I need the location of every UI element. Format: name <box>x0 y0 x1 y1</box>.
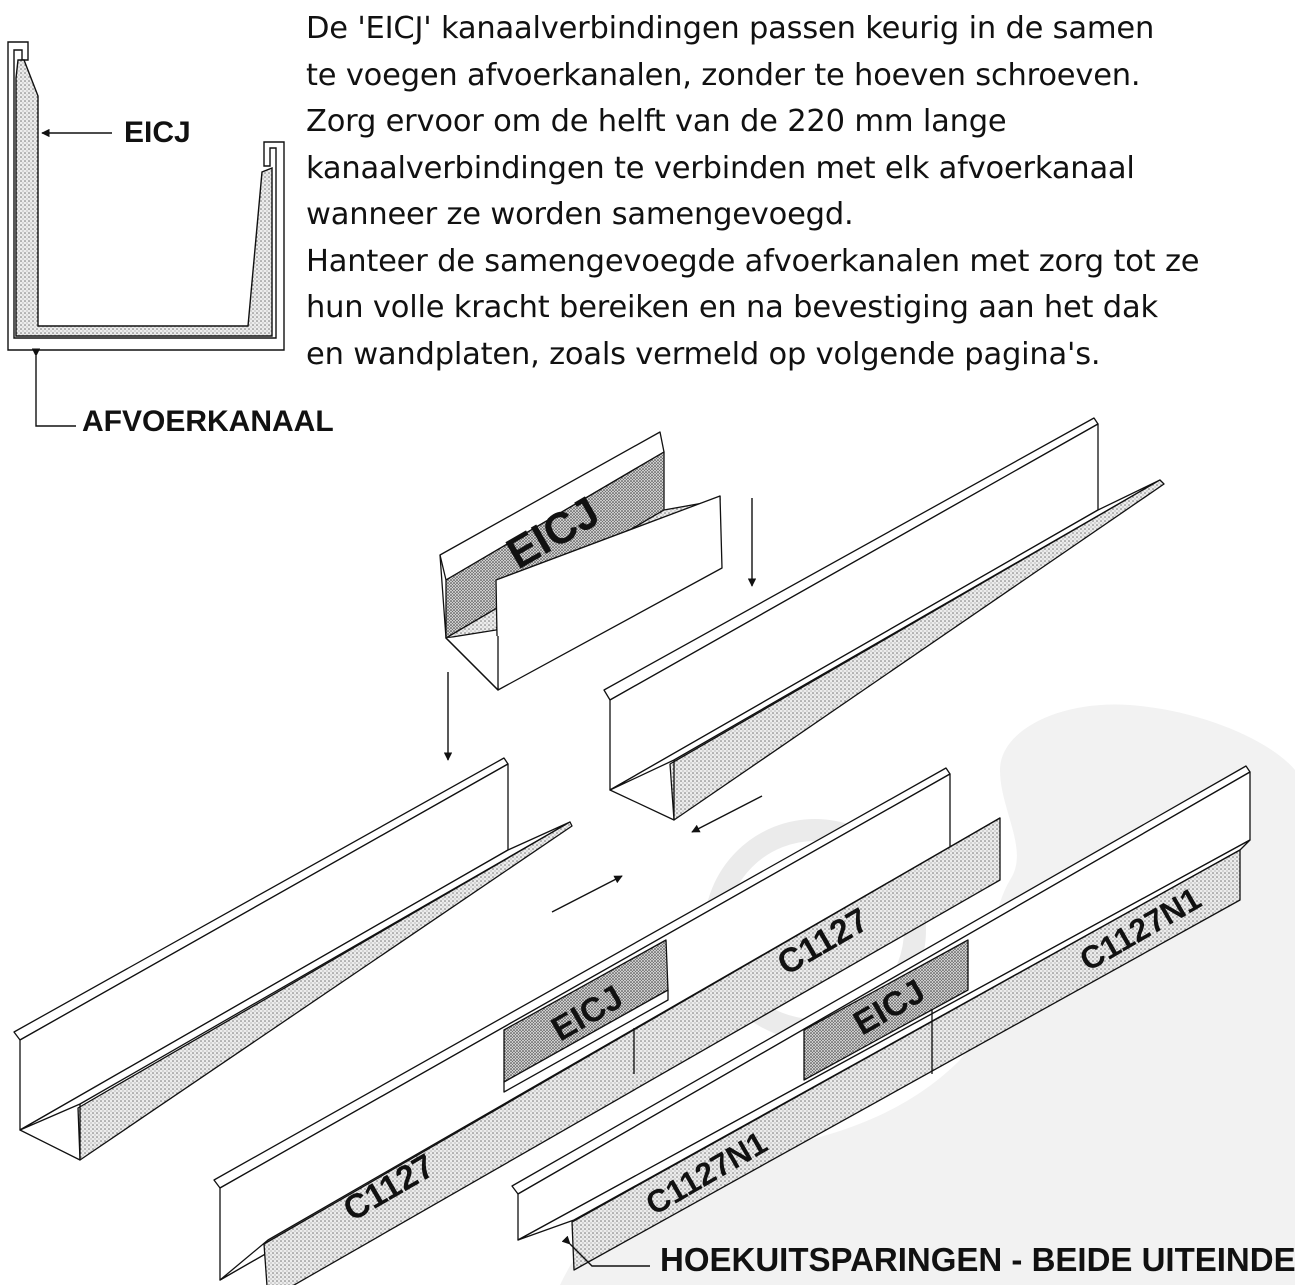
instructions-line: Hanteer de samengevoegde afvoerkanalen m… <box>306 243 1200 279</box>
section-channel-label: AFVOERKANAAL <box>82 405 334 438</box>
instructions-line: te voegen afvoerkanalen, zonder te hoeve… <box>306 57 1141 93</box>
corner-cutouts-label: HOEKUITSPARINGEN - BEIDE UITEINDEN <box>660 1241 1295 1278</box>
instructions-line: De 'EICJ' kanaalverbindingen passen keur… <box>306 11 1155 46</box>
instructions-text: De 'EICJ' kanaalverbindingen passen keur… <box>306 6 1286 378</box>
arrow-slide-right-icon <box>551 875 623 913</box>
instructions-line: en wandplaten, zoals vermeld op volgende… <box>306 336 1101 372</box>
instructions-line: kanaalverbindingen te verbinden met elk … <box>306 150 1135 186</box>
eicj-joint-piece: EICJ <box>439 431 723 691</box>
instructions-line: wanneer ze worden samengevoegd. <box>306 197 854 232</box>
instructions-line: Zorg ervoor om de helft van de 220 mm la… <box>306 104 1007 139</box>
channel-upper-right <box>603 417 1165 821</box>
assembly-arrows <box>443 498 763 1267</box>
section-diagram <box>7 41 285 427</box>
section-joint-label: EICJ <box>124 116 191 149</box>
corner-cutouts-leader <box>561 1235 650 1267</box>
arrow-slide-left-icon <box>691 795 763 833</box>
channel-c1127-assembly: C1127 C1127 EICJ <box>213 767 1001 1285</box>
channel-left <box>13 757 573 1161</box>
channel-c1127n1-assembly: C1127N1 C1127N1 EICJ <box>511 765 1251 1271</box>
instructions-line: hun volle kracht bereiken en na bevestig… <box>306 290 1158 325</box>
